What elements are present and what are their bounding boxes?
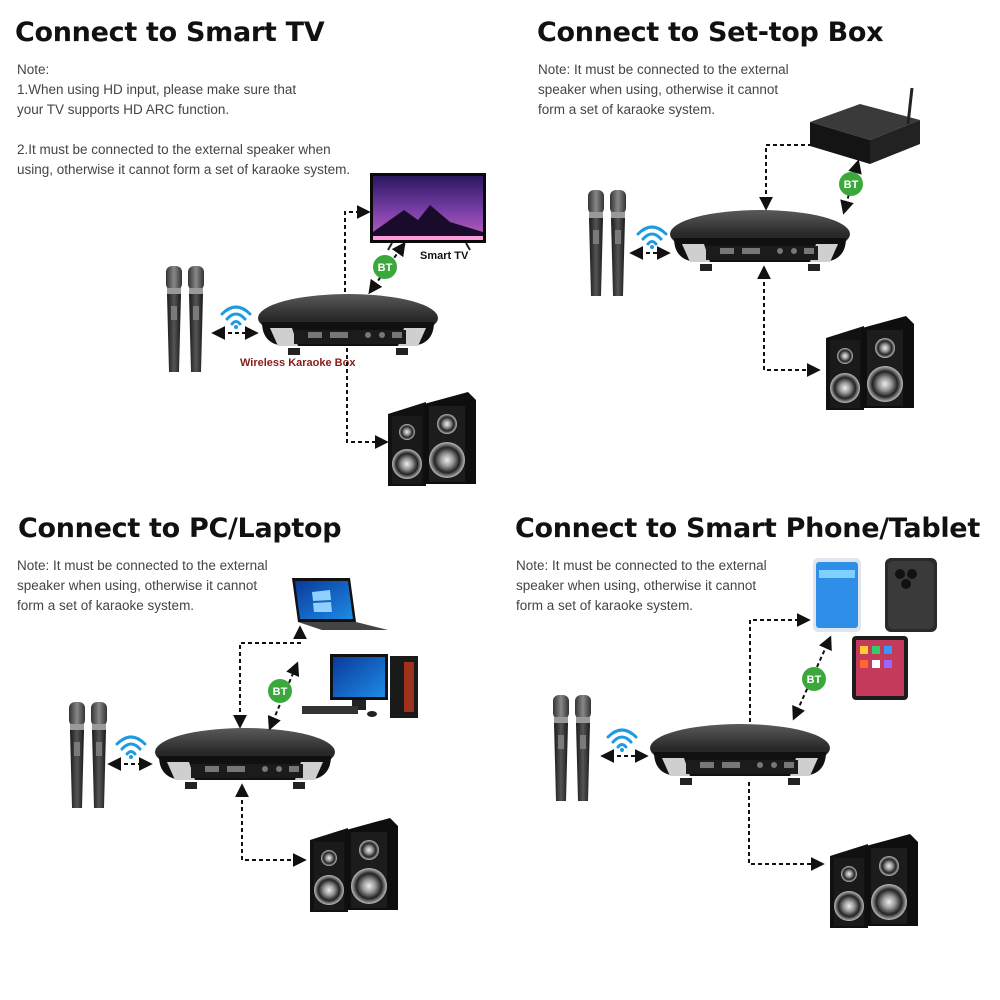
title-pc-laptop: Connect to PC/Laptop xyxy=(18,513,342,544)
note-line: speaker when using, otherwise it cannot xyxy=(516,578,757,593)
karaoke-box-icon xyxy=(258,294,438,355)
note-line: speaker when using, otherwise it cannot xyxy=(17,578,258,593)
karaoke-box-label: Wireless Karaoke Box xyxy=(240,357,356,369)
panel-smart-tv-diagram: Smart TV Wireless Karaoke Box BT xyxy=(166,173,486,486)
wifi-icon xyxy=(606,728,638,754)
note-pc-laptop: Note: It must be connected to the extern… xyxy=(17,556,268,616)
note-line: 2.It must be connected to the external s… xyxy=(17,142,331,157)
panel-pc-laptop-diagram: BT xyxy=(69,578,418,912)
bluetooth-label: BT xyxy=(844,179,859,191)
panel-set-top-box-diagram: BT xyxy=(588,87,920,410)
note-line: form a set of karaoke system. xyxy=(538,102,716,117)
tablet-icon xyxy=(852,636,908,700)
bluetooth-badge xyxy=(268,679,292,703)
laptop-icon xyxy=(292,578,388,630)
microphones-icon xyxy=(588,190,626,296)
note-smart-tv: Note: 1.When using HD input, please make… xyxy=(17,60,350,180)
note-line: form a set of karaoke system. xyxy=(516,598,694,613)
microphones-icon xyxy=(553,695,591,801)
bluetooth-badge xyxy=(802,667,826,691)
note-smart-phone-tablet: Note: It must be connected to the extern… xyxy=(516,556,767,616)
bluetooth-label: BT xyxy=(378,262,393,274)
desktop-pc-icon xyxy=(302,654,418,718)
bluetooth-label: BT xyxy=(807,674,822,686)
wifi-icon xyxy=(115,735,147,761)
karaoke-box-icon xyxy=(650,724,830,785)
microphones-icon xyxy=(166,266,204,372)
note-line: Note: It must be connected to the extern… xyxy=(538,62,789,77)
bluetooth-badge xyxy=(839,172,863,196)
note-line: Note: It must be connected to the extern… xyxy=(17,558,268,573)
note-line: Note: It must be connected to the extern… xyxy=(516,558,767,573)
title-smart-tv: Connect to Smart TV xyxy=(15,17,325,48)
note-line: using, otherwise it cannot form a set of… xyxy=(17,162,351,177)
smart-tv-icon xyxy=(370,173,486,251)
note-line: speaker when using, otherwise it cannot xyxy=(538,82,779,97)
microphones-icon xyxy=(69,702,107,808)
smart-tv-label: Smart TV xyxy=(420,250,469,262)
bluetooth-label: BT xyxy=(273,686,288,698)
karaoke-box-icon xyxy=(670,210,850,271)
panel-smart-phone-tablet-diagram: BT xyxy=(553,558,937,928)
karaoke-box-icon xyxy=(155,728,335,789)
speakers-icon xyxy=(826,316,914,410)
bluetooth-badge xyxy=(373,255,397,279)
speakers-icon xyxy=(830,834,918,928)
speakers-icon xyxy=(310,818,398,912)
note-set-top-box: Note: It must be connected to the extern… xyxy=(538,60,789,120)
iphone-icon xyxy=(885,558,937,632)
speakers-icon xyxy=(388,392,476,486)
smartphone-icon xyxy=(813,558,861,632)
title-smart-phone-tablet: Connect to Smart Phone/Tablet xyxy=(515,513,980,544)
note-line: 1.When using HD input, please make sure … xyxy=(17,82,297,97)
note-line: form a set of karaoke system. xyxy=(17,598,195,613)
wifi-icon xyxy=(220,305,252,331)
set-top-box-icon xyxy=(810,87,920,164)
note-line: your TV supports HD ARC function. xyxy=(17,102,230,117)
title-set-top-box: Connect to Set-top Box xyxy=(537,17,884,48)
note-line: Note: xyxy=(17,62,50,77)
wifi-icon xyxy=(636,225,668,251)
